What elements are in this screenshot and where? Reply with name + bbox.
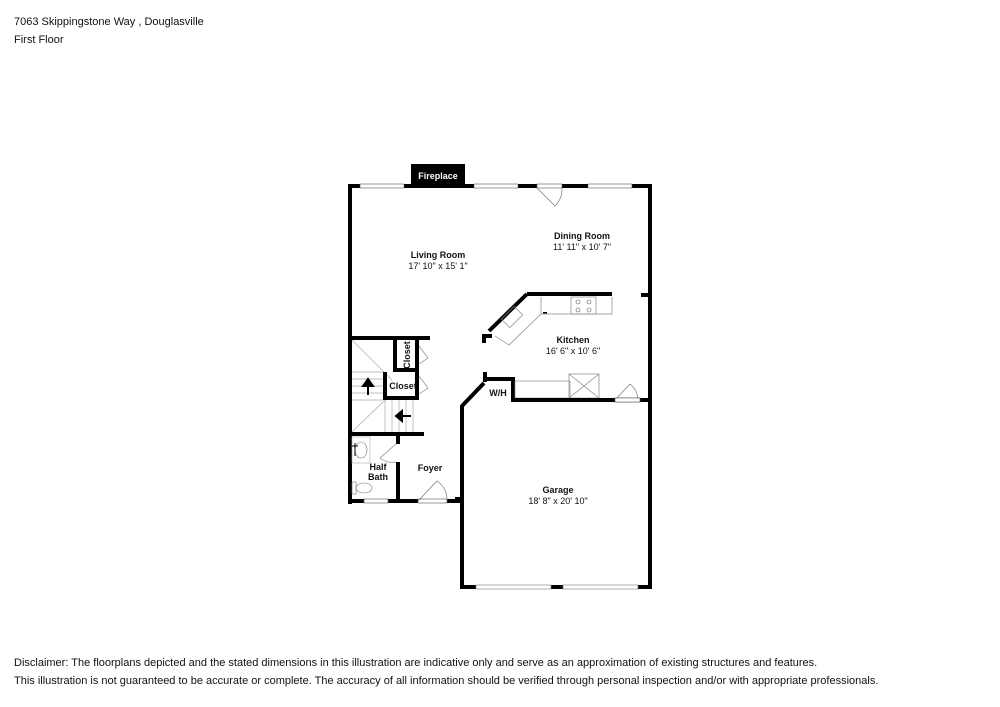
dining-door [536,183,563,207]
room-dimensions: 18' 8" x 20' 10" [528,496,587,506]
room-dining: Dining Room 11' 11" x 10' 7" [553,231,611,252]
disclaimer-line-2: This illustration is not guaranteed to b… [14,675,879,687]
room-name-half: Half [369,462,387,472]
room-name-bath: Bath [368,472,388,482]
stair-up-arrow-icon [361,377,375,395]
stove-icon [570,296,597,315]
room-name: Dining Room [554,231,610,241]
room-kitchen: Kitchen 16' 6" x 10' 6" [546,335,600,356]
garage-door [475,584,639,590]
room-dimensions: 17' 10" x 15' 1" [408,261,467,271]
water-heater-label: W/H [489,388,507,398]
room-garage: Garage 18' 8" x 20' 10" [528,485,587,506]
room-name: Garage [542,485,573,495]
front-door [417,480,464,509]
fireplace-label: Fireplace [418,171,458,181]
floor-label: First Floor [14,34,64,46]
half-bath [351,436,400,504]
room-name: Foyer [418,463,443,473]
closet-vertical-label: Closet [402,341,412,369]
fireplace: Fireplace [411,164,465,186]
room-dimensions: 16' 6" x 10' 6" [546,346,600,356]
room-living: Living Room 17' 10" x 15' 1" [408,250,467,271]
disclaimer-line-1: Disclaimer: The floorplans depicted and … [14,657,818,669]
property-address: 7063 Skippingstone Way , Douglasville [14,16,204,28]
kitchen-counter [482,292,613,346]
room-dimensions: 11' 11" x 10' 7" [553,242,611,252]
stair-left-arrow-icon [394,408,411,424]
room-name: Kitchen [556,335,589,345]
room-name: Living Room [411,250,466,260]
closet-horizontal-label: Closet [389,381,417,391]
room-foyer: Foyer [418,463,443,473]
stair-closet-block: Closet Closet [348,336,430,436]
windows-top [359,183,633,189]
